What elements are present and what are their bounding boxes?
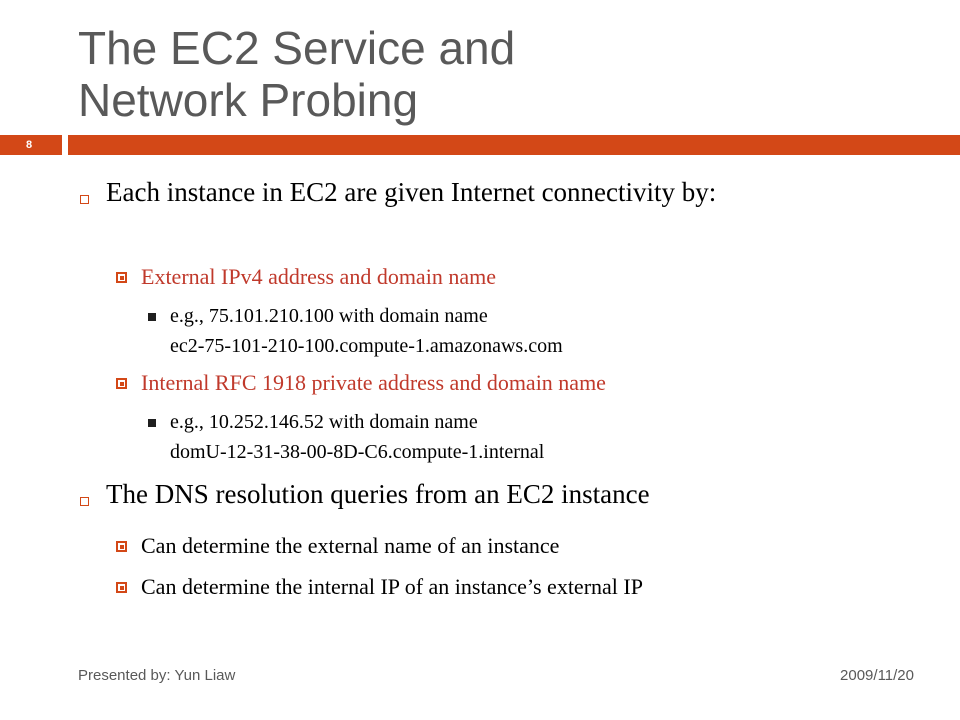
- square-bullet-icon: [116, 582, 127, 593]
- slide-title: The EC2 Service and Network Probing: [78, 22, 938, 126]
- hollow-square-bullet-icon: [80, 497, 89, 506]
- footer-date: 2009/11/20: [840, 667, 914, 684]
- square-bullet-icon: [116, 541, 127, 552]
- bullet-level3-line1: e.g., 75.101.210.100 with domain name: [170, 305, 488, 327]
- bullet-level1-text: The DNS resolution queries from an EC2 i…: [106, 479, 650, 509]
- bullet-level1-text: Each instance in EC2 are given Internet …: [106, 177, 717, 207]
- bullet-level3-line2: ec2-75-101-210-100.compute-1.amazonaws.c…: [170, 335, 563, 357]
- hollow-square-bullet-icon: [80, 195, 89, 204]
- square-bullet-icon: [116, 272, 127, 283]
- page-number: 8: [25, 139, 33, 151]
- bullet-level2-text: Internal RFC 1918 private address and do…: [141, 370, 606, 395]
- square-bullet-icon: [116, 378, 127, 389]
- accent-bar-right: [68, 135, 960, 155]
- bullet-level2-text: External IPv4 address and domain name: [141, 264, 496, 289]
- filled-square-bullet-icon: [148, 419, 156, 427]
- footer-presenter: Presented by: Yun Liaw: [78, 667, 236, 684]
- bullet-level2-text: Can determine the internal IP of an inst…: [141, 574, 643, 599]
- bullet-level3-line2: domU-12-31-38-00-8D-C6.compute-1.interna…: [170, 441, 545, 463]
- accent-bar-left: [0, 135, 62, 155]
- filled-square-bullet-icon: [148, 313, 156, 321]
- slide-title-line-2: Network Probing: [78, 74, 419, 126]
- bullet-level2-text: Can determine the external name of an in…: [141, 533, 560, 558]
- bullet-level3-line1: e.g., 10.252.146.52 with domain name: [170, 411, 478, 433]
- slide-title-line-1: The EC2 Service and: [78, 22, 516, 74]
